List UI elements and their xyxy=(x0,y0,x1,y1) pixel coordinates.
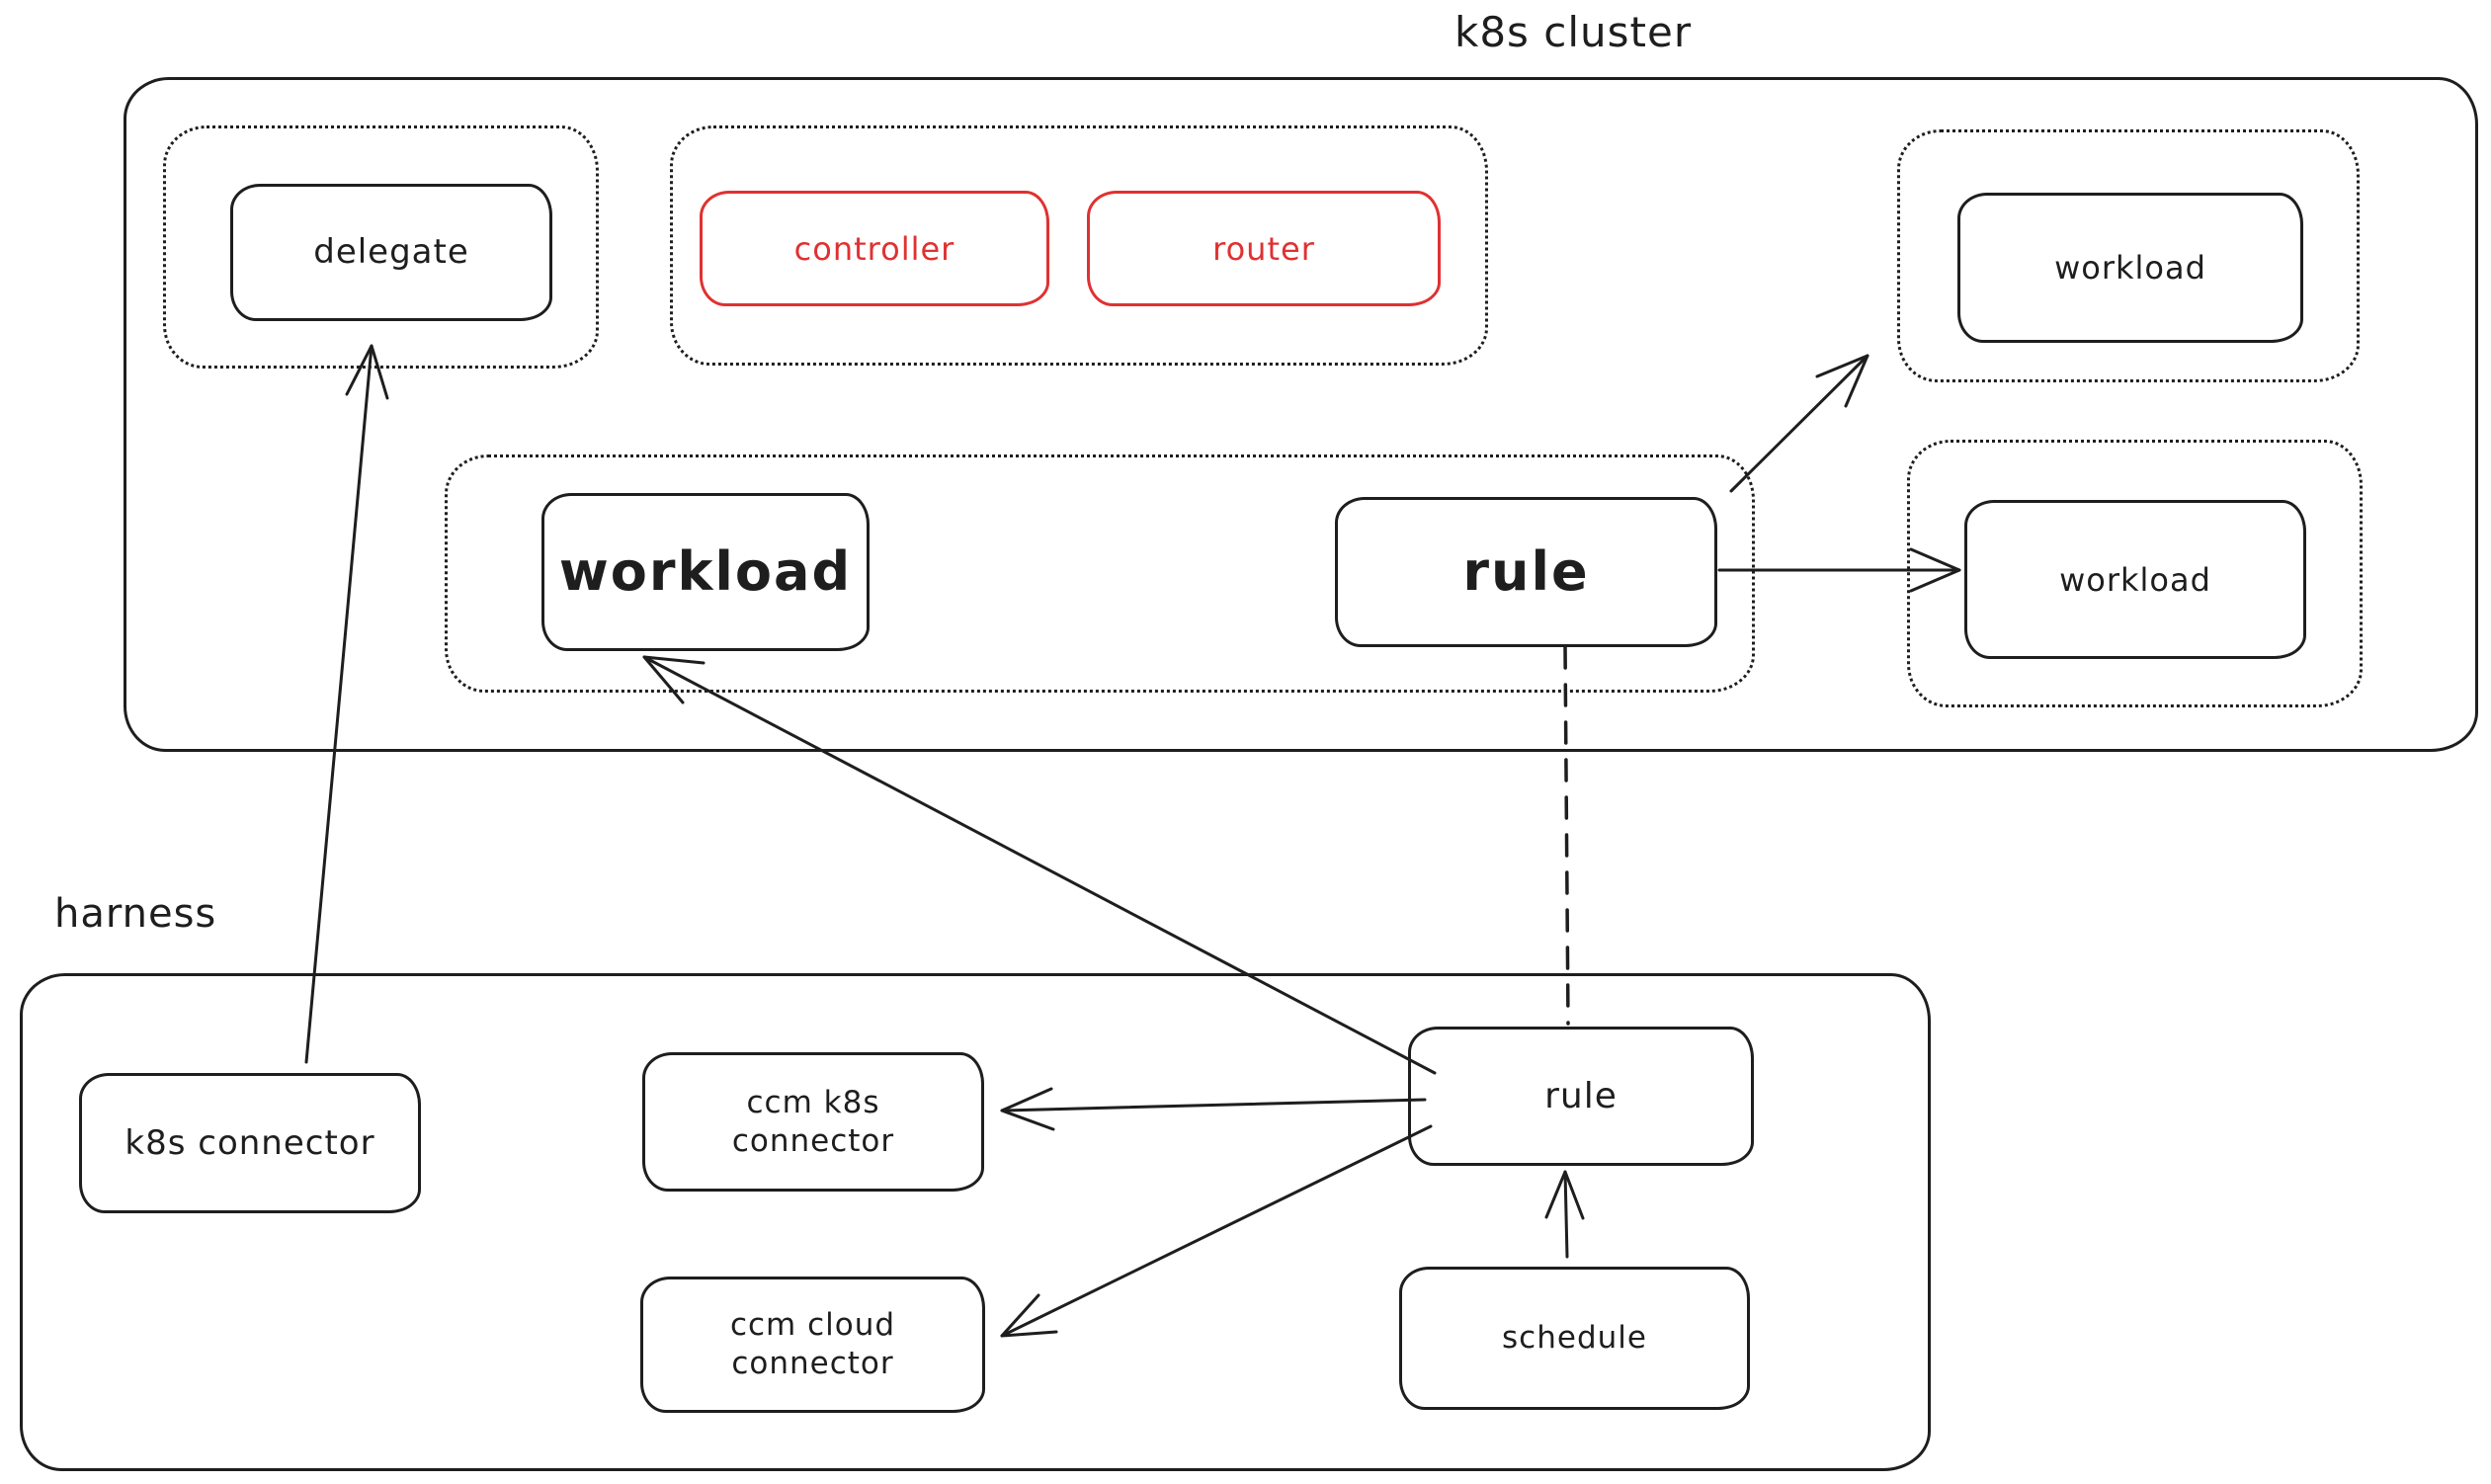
group-control-plane xyxy=(670,125,1488,366)
node-controller: controller xyxy=(700,191,1049,306)
k8s-cluster-label: k8s cluster xyxy=(1454,8,1693,56)
node-rule-k8s: rule xyxy=(1335,497,1717,647)
node-label: schedule xyxy=(1502,1320,1647,1357)
node-delegate: delegate xyxy=(230,184,552,321)
node-router: router xyxy=(1087,191,1441,306)
harness-label: harness xyxy=(54,891,217,937)
node-label: router xyxy=(1212,229,1315,268)
node-label: workload xyxy=(2054,249,2206,287)
node-label: workload xyxy=(558,540,853,604)
node-workload-mid-right: workload xyxy=(1964,500,2306,659)
node-label: workload xyxy=(2059,560,2211,599)
node-rule-harness: rule xyxy=(1408,1027,1754,1166)
node-label: ccm cloud connector xyxy=(729,1307,896,1381)
node-label: ccm k8s connector xyxy=(731,1084,895,1159)
node-label: delegate xyxy=(313,232,469,273)
node-label: rule xyxy=(1462,540,1590,604)
node-schedule: schedule xyxy=(1399,1267,1750,1410)
node-label: rule xyxy=(1544,1076,1618,1116)
group-workload-top-right xyxy=(1897,129,2360,382)
node-workload-top-right: workload xyxy=(1957,193,2303,343)
node-workload-main: workload xyxy=(541,493,870,651)
node-k8s-connector: k8s connector xyxy=(79,1073,421,1213)
node-ccm-k8s-connector: ccm k8s connector xyxy=(642,1052,984,1192)
node-ccm-cloud-connector: ccm cloud connector xyxy=(640,1277,985,1413)
group-workload-mid-right xyxy=(1907,440,2363,707)
node-label: k8s connector xyxy=(125,1122,375,1163)
node-label: controller xyxy=(793,229,955,268)
